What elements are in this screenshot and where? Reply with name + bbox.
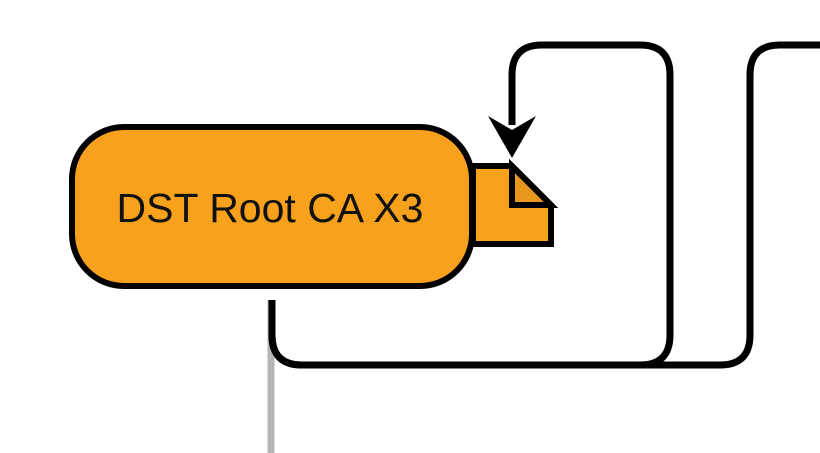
node-label: DST Root CA X3 [117, 185, 424, 231]
document-icon [470, 158, 559, 247]
node-dst-root-ca-x3[interactable]: DST Root CA X3 [69, 124, 475, 289]
self-loop-edge[interactable] [268, 41, 674, 369]
arrowhead-icon [488, 116, 536, 158]
